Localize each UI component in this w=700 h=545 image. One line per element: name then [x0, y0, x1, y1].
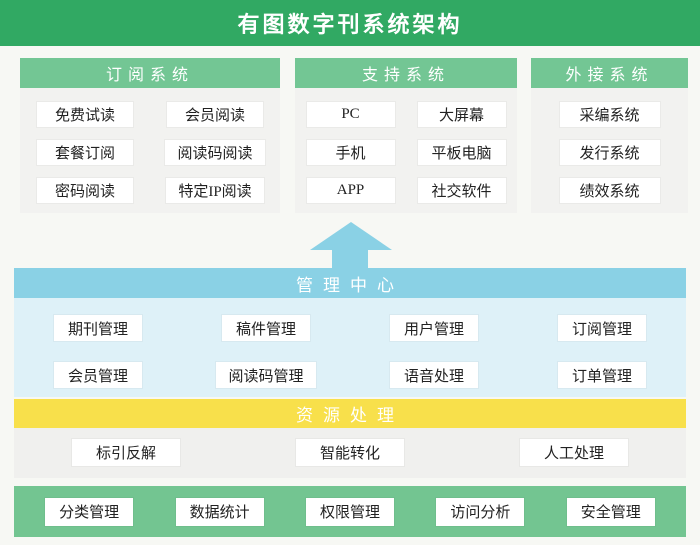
subscription-node: 密码阅读 [37, 178, 133, 203]
support-node: PC [306, 102, 395, 127]
support-node: 大屏幕 [417, 102, 506, 127]
support-system-items: PC 大屏幕 手机 平板电脑 APP 社交软件 [295, 88, 517, 203]
up-arrow-stem [332, 249, 368, 269]
resource-processing-header: 资源处理 [14, 399, 686, 428]
resource-node: 标引反解 [72, 439, 180, 466]
subscription-system-header: 订阅系统 [20, 58, 280, 88]
support-node: 社交软件 [417, 178, 506, 203]
support-node: 平板电脑 [417, 140, 506, 165]
subscription-node: 会员阅读 [167, 102, 263, 127]
bottom-node: 数据统计 [175, 497, 264, 526]
bottom-node: 安全管理 [566, 497, 655, 526]
support-node: 手机 [306, 140, 395, 165]
diagram-title-bar: 有图数字刊系统架构 [0, 0, 700, 46]
subscription-node: 特定IP阅读 [166, 178, 264, 203]
resource-processing-items: 标引反解 智能转化 人工处理 [14, 428, 686, 478]
support-node: APP [306, 178, 395, 203]
subscription-node: 免费试读 [37, 102, 133, 127]
bottom-modules-band: 分类管理 数据统计 权限管理 访问分析 安全管理 [14, 486, 686, 537]
subscription-node: 套餐订阅 [37, 140, 133, 165]
external-system-header: 外接系统 [531, 58, 688, 88]
section-subscription-system: 订阅系统 免费试读 会员阅读 套餐订阅 阅读码阅读 密码阅读 特定IP阅读 [20, 58, 280, 213]
management-node: 订阅管理 [558, 315, 646, 341]
bottom-node: 分类管理 [45, 497, 134, 526]
subscription-system-items: 免费试读 会员阅读 套餐订阅 阅读码阅读 密码阅读 特定IP阅读 [20, 88, 280, 203]
management-node: 阅读码管理 [216, 362, 316, 388]
external-node: 绩效系统 [559, 178, 660, 203]
section-external-system: 外接系统 采编系统 发行系统 绩效系统 [531, 58, 688, 213]
subscription-node: 阅读码阅读 [165, 140, 265, 165]
resource-node: 人工处理 [520, 439, 628, 466]
up-arrow-head [310, 222, 392, 250]
bottom-node: 权限管理 [305, 497, 394, 526]
management-node: 会员管理 [54, 362, 142, 388]
management-node: 稿件管理 [222, 315, 310, 341]
external-node: 采编系统 [559, 102, 660, 127]
management-node: 期刊管理 [54, 315, 142, 341]
external-system-items: 采编系统 发行系统 绩效系统 [531, 88, 688, 203]
management-center-header: 管理中心 [14, 268, 686, 298]
management-center-items: 期刊管理 稿件管理 用户管理 订阅管理 会员管理 阅读码管理 语音处理 订单管理 [14, 298, 686, 397]
page-title: 有图数字刊系统架构 [237, 12, 463, 37]
support-system-header: 支持系统 [295, 58, 517, 88]
management-node: 语音处理 [390, 362, 478, 388]
management-node: 用户管理 [390, 315, 478, 341]
resource-node: 智能转化 [296, 439, 404, 466]
bottom-node: 访问分析 [436, 497, 525, 526]
section-support-system: 支持系统 PC 大屏幕 手机 平板电脑 APP 社交软件 [295, 58, 517, 213]
management-node: 订单管理 [558, 362, 646, 388]
external-node: 发行系统 [559, 140, 660, 165]
